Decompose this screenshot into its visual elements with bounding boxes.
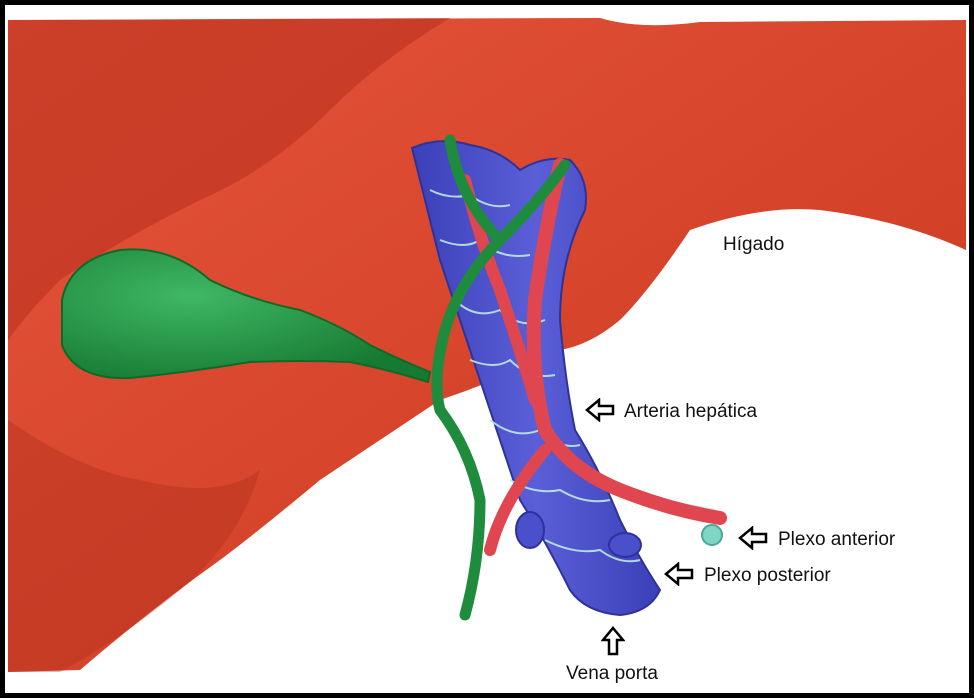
hollow-arrow-icon	[601, 626, 625, 656]
hollow-arrow-icon	[738, 526, 768, 550]
label-liver: Hígado	[723, 235, 784, 254]
label-posterior-plexus: Plexo posterior	[704, 566, 831, 585]
label-hepatic-artery: Arteria hepática	[624, 402, 757, 421]
portal-vein-branch-stub	[516, 512, 544, 548]
hollow-arrow-icon	[585, 398, 615, 422]
hollow-arrow-icon	[664, 562, 694, 586]
label-portal-vein: Vena porta	[566, 664, 658, 683]
portal-vein-branch-stub-2	[609, 533, 641, 557]
label-anterior-plexus: Plexo anterior	[778, 530, 895, 549]
anterior-plexus-node	[702, 525, 722, 545]
